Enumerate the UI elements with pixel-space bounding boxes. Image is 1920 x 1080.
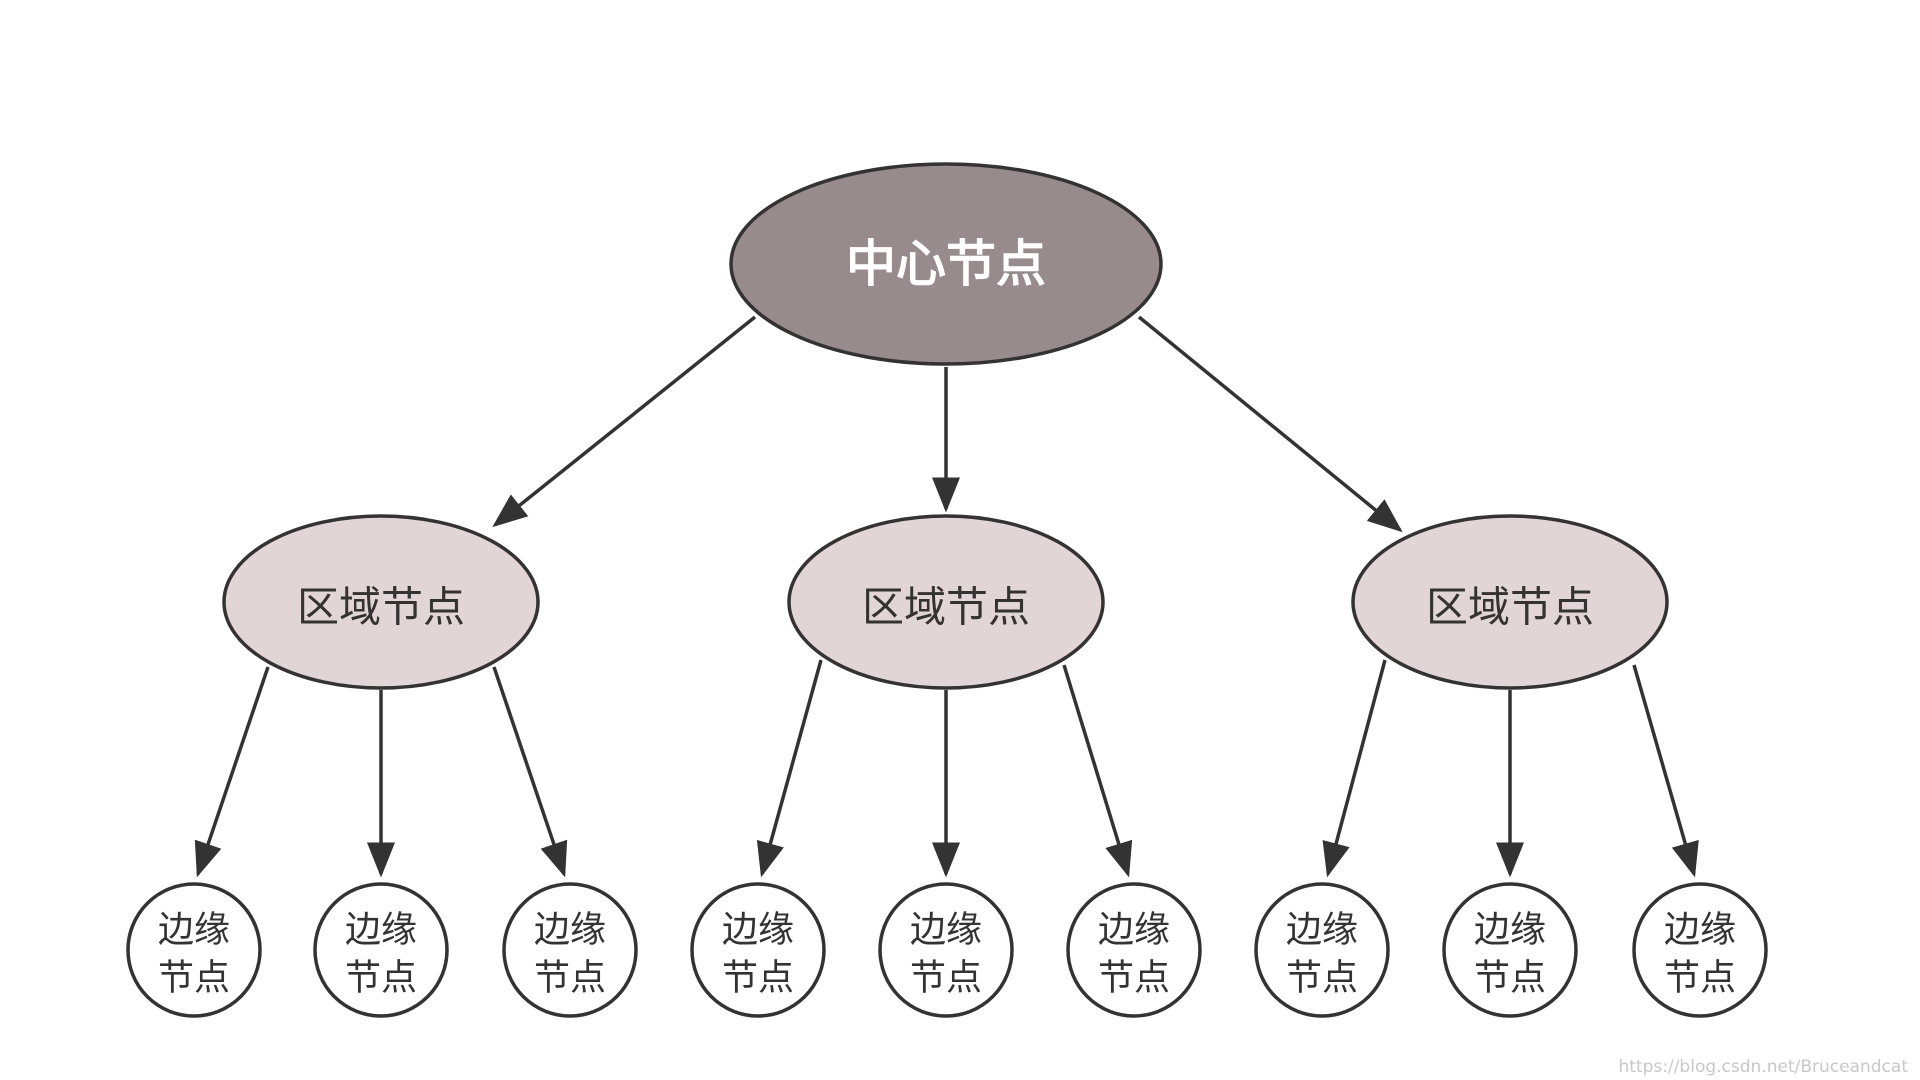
edge-node-label-line1: 边缘 [1664, 910, 1736, 951]
region-node-shape [222, 514, 540, 690]
edge-node: 边缘 节点 [690, 882, 826, 1018]
edge-node-shape [126, 882, 262, 1018]
edge-node-label-line1: 边缘 [1474, 910, 1546, 951]
edge-node-label-line1: 边缘 [1098, 910, 1170, 951]
region-node: 区域节点 [1351, 514, 1669, 690]
edge-node: 边缘 节点 [878, 882, 1014, 1018]
region-node-shape [787, 514, 1105, 690]
edge-center-to-region-3 [1137, 315, 1403, 533]
region-node-label: 区域节点 [862, 583, 1030, 632]
edge-node-shape [1254, 882, 1390, 1018]
edge-node-label-line2: 节点 [1664, 958, 1736, 999]
edge-node-shape [313, 882, 449, 1018]
edge-node: 边缘 节点 [1442, 882, 1578, 1018]
edge-node-label-line1: 边缘 [345, 910, 417, 951]
edge-node-label-line2: 节点 [910, 958, 982, 999]
region-node: 区域节点 [222, 514, 540, 690]
edge-node: 边缘 节点 [502, 882, 638, 1018]
edge-region-1-to-edge-node-1 [194, 666, 270, 878]
edge-node-label-line2: 节点 [722, 958, 794, 999]
edge-region-1-to-edge-node-3 [492, 666, 568, 878]
edge-region-3-to-edge-node-9 [1632, 664, 1699, 878]
edge-node-label-line1: 边缘 [158, 910, 230, 951]
center-node-label: 中心节点 [846, 235, 1046, 293]
edge-node: 边缘 节点 [1632, 882, 1768, 1018]
edge-node-label-line1: 边缘 [722, 910, 794, 951]
edge-node-label-line2: 节点 [158, 958, 230, 999]
edge-node: 边缘 节点 [1066, 882, 1202, 1018]
center-node: 中心节点 [729, 162, 1163, 366]
edge-node-label-line2: 节点 [534, 958, 606, 999]
edge-node-shape [878, 882, 1014, 1018]
region-node-label: 区域节点 [297, 583, 465, 632]
edge-node-shape [690, 882, 826, 1018]
region-node: 区域节点 [787, 514, 1105, 690]
edge-node-shape [502, 882, 638, 1018]
edge-node-shape [1632, 882, 1768, 1018]
edge-node-label-line2: 节点 [1286, 958, 1358, 999]
edge-node-label-line1: 边缘 [1286, 910, 1358, 951]
edge-node-shape [1442, 882, 1578, 1018]
edge-node-label-line2: 节点 [345, 958, 417, 999]
center-node-shape [729, 162, 1163, 366]
edge-region-2-to-edge-node-4 [756, 659, 823, 878]
watermark-text: https://blog.csdn.net/Bruceandcat [1619, 1057, 1909, 1077]
edge-node-label-line2: 节点 [1098, 958, 1170, 999]
edge-node-label-line2: 节点 [1474, 958, 1546, 999]
edge-region-2-to-edge-node-6 [1062, 664, 1133, 878]
edge-node-label-line1: 边缘 [910, 910, 982, 951]
edge-node-shape [1066, 882, 1202, 1018]
region-node-label: 区域节点 [1426, 583, 1594, 632]
edge-node: 边缘 节点 [313, 882, 449, 1018]
edge-node: 边缘 节点 [1254, 882, 1390, 1018]
edge-node: 边缘 节点 [126, 882, 262, 1018]
edge-region-3-to-edge-node-7 [1322, 659, 1387, 878]
region-node-shape [1351, 514, 1669, 690]
edge-node-label-line1: 边缘 [534, 910, 606, 951]
edge-center-to-region-1 [492, 315, 757, 528]
